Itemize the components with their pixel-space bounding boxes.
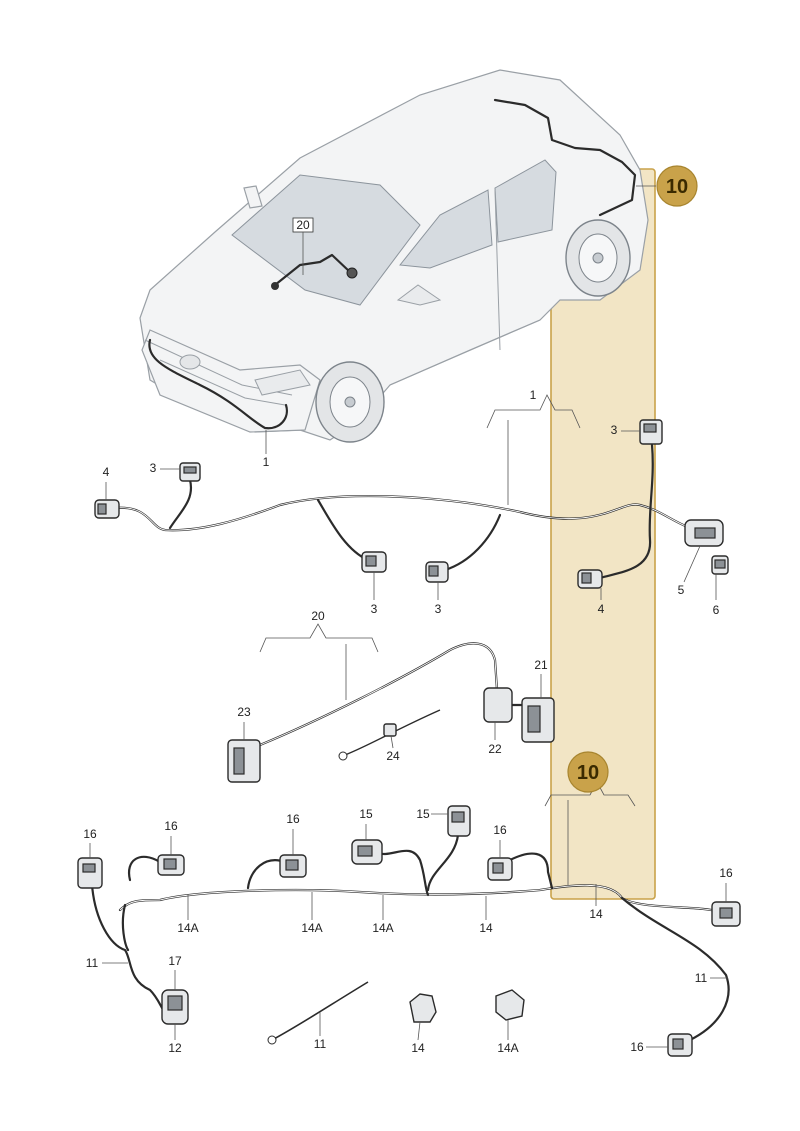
connector-16-a [77, 857, 103, 889]
label-16-d: 16 [493, 823, 507, 837]
label-14-b: 14 [589, 907, 603, 921]
label-3-b: 3 [371, 602, 378, 616]
car-illustration [139, 69, 649, 443]
label-12: 12 [168, 1041, 182, 1055]
label-14A-a: 14A [177, 921, 198, 935]
connector-4-left [94, 499, 120, 519]
label-4-left: 4 [103, 465, 110, 479]
label-3-right: 3 [611, 423, 618, 437]
label-1-group: 1 [530, 388, 537, 402]
connector-6 [711, 555, 729, 575]
badge-10-lower: 10 [567, 751, 609, 793]
label-14-clip: 14 [411, 1041, 425, 1055]
label-4-right: 4 [598, 602, 605, 616]
connector-3-b [361, 551, 387, 573]
label-21: 21 [534, 658, 548, 672]
label-24: 24 [386, 749, 400, 763]
connector-16-c [279, 854, 307, 878]
connector-16-b [157, 854, 185, 876]
connector-16-f [667, 1033, 693, 1057]
connector-21 [521, 697, 555, 743]
label-14A-b: 14A [301, 921, 322, 935]
connector-23 [227, 739, 261, 783]
label-15-a: 15 [359, 807, 373, 821]
connector-4-right [577, 569, 603, 589]
rear-wheel [565, 219, 631, 297]
label-16-f: 16 [630, 1040, 644, 1054]
label-11-left: 11 [86, 956, 99, 970]
front-wheel [315, 361, 385, 443]
svg-text:10: 10 [577, 762, 599, 784]
label-16-e: 16 [719, 866, 733, 880]
connector-3-right [639, 419, 663, 445]
label-20-car: 20 [296, 218, 310, 232]
connector-12-17 [161, 989, 189, 1025]
label-5: 5 [678, 583, 685, 597]
label-1-car: 1 [263, 455, 270, 469]
label-11-right: 11 [695, 971, 708, 985]
badge-10-upper: 10 [656, 165, 698, 207]
label-14-a: 14 [479, 921, 493, 935]
label-23: 23 [237, 705, 251, 719]
clip-14 [409, 993, 437, 1023]
label-20-group: 20 [311, 609, 325, 623]
svg-text:10: 10 [666, 176, 688, 198]
label-17: 17 [168, 954, 182, 968]
label-16-b: 16 [164, 819, 178, 833]
label-22: 22 [488, 742, 502, 756]
label-6: 6 [713, 603, 720, 617]
connector-3-a [179, 462, 201, 482]
label-11-mid: 11 [314, 1037, 327, 1051]
clip-14A [495, 989, 525, 1021]
connector-16-d [487, 857, 513, 881]
connector-3-c [425, 561, 449, 583]
connector-22 [483, 687, 513, 723]
label-16-c: 16 [286, 812, 300, 826]
label-3-a: 3 [150, 461, 157, 475]
harness-group-1 [113, 394, 692, 580]
label-14A-clip: 14A [497, 1041, 518, 1055]
label-16-a: 16 [83, 827, 97, 841]
connector-5 [684, 519, 724, 547]
label-15-b: 15 [416, 807, 430, 821]
cable-tie-11 [267, 981, 369, 1045]
label-3-c: 3 [435, 602, 442, 616]
connector-15-b [447, 805, 471, 837]
connector-15-a [351, 839, 383, 865]
cable-tie-24 [338, 723, 397, 761]
label-14A-c: 14A [372, 921, 393, 935]
connector-16-e [711, 901, 741, 927]
